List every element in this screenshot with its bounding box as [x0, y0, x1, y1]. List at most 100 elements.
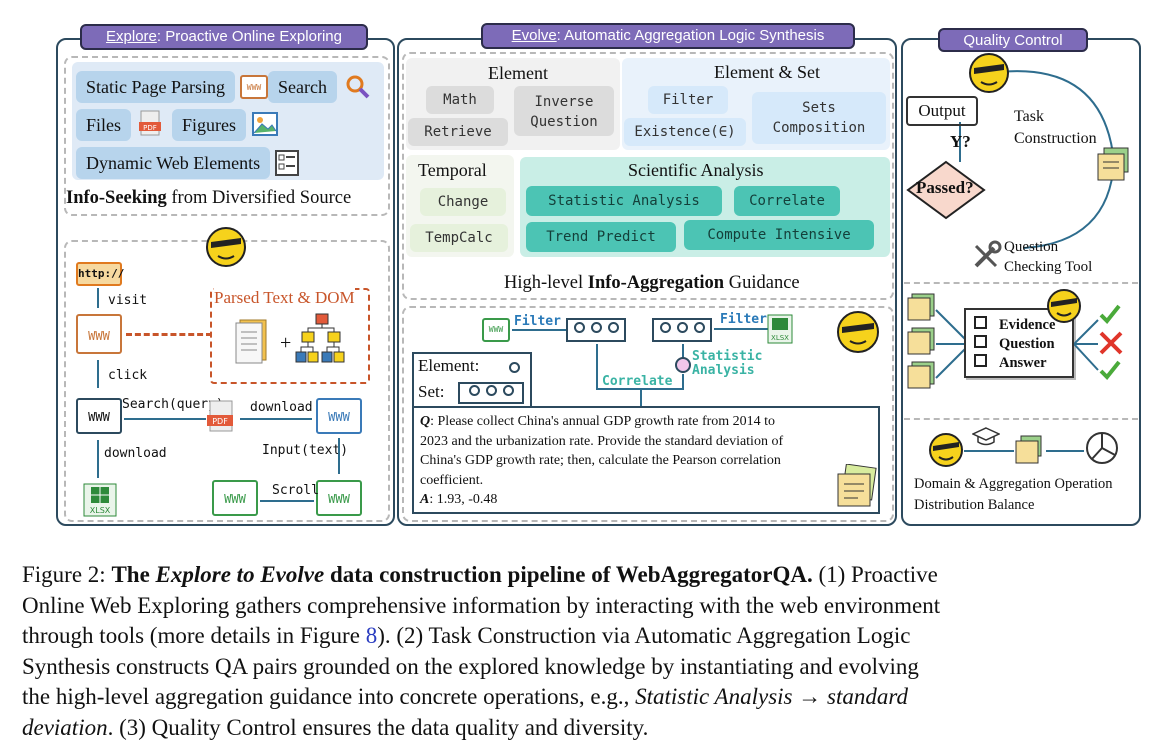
cross-icon	[1099, 331, 1123, 355]
webpage-icon: WWW	[76, 314, 122, 354]
agent-avatar-icon	[929, 433, 963, 467]
flow-arrow	[260, 500, 314, 502]
input-text-label: Input(text)	[262, 443, 349, 458]
plus-sign: +	[280, 332, 292, 354]
static-page-parsing-chip: Static Page Parsing	[76, 71, 235, 103]
flow-arrow	[97, 360, 99, 388]
diagram-arrow	[682, 344, 684, 358]
op-tempcalc: TempCalc	[410, 224, 508, 252]
download-mid-label: download	[250, 400, 313, 415]
diagram-arrow	[512, 329, 566, 331]
op-inverse-question: Inverse Question	[514, 86, 614, 136]
divider	[904, 282, 1138, 284]
www-icon: WWW	[240, 75, 268, 99]
explore-tag: Explore: Proactive Online Exploring	[80, 24, 368, 50]
webpage-icon: WWW	[76, 398, 122, 434]
op-existence: Existence(∈)	[624, 118, 746, 146]
diagram-connector	[682, 374, 684, 390]
http-url-icon: http://	[76, 262, 124, 286]
op-correlate: Correlate	[734, 186, 840, 216]
flow-arrow	[124, 418, 206, 420]
diagram-arrow	[640, 390, 642, 406]
element-set-header: Element & Set	[714, 62, 820, 82]
diagram-arrow	[714, 328, 768, 330]
svg-text:XLSX: XLSX	[90, 506, 111, 515]
balance-arrow	[1046, 450, 1084, 452]
svg-text:PDF: PDF	[212, 417, 228, 426]
evolve-tag: Evolve: Automatic Aggregation Logic Synt…	[481, 23, 855, 49]
op-retrieve: Retrieve	[408, 118, 508, 146]
flow-arrow	[97, 440, 99, 478]
legend-element-node	[509, 362, 520, 373]
instantiation-box	[402, 306, 894, 522]
qa-box	[412, 406, 880, 514]
op-trend-predict: Trend Predict	[526, 222, 676, 252]
flow-arrow	[97, 288, 99, 308]
check-arrows	[935, 309, 967, 379]
notes-stack-icon	[907, 293, 935, 389]
op-filter: Filter	[648, 86, 728, 114]
op-compute-intensive: Compute Intensive	[684, 220, 874, 250]
download-left-label: download	[104, 446, 167, 461]
dashed-connector	[126, 333, 212, 336]
y-label: Y?	[950, 132, 971, 151]
webpage-icon: WWW	[316, 398, 362, 434]
output-box: Output	[906, 96, 978, 126]
search-icon	[346, 75, 370, 99]
quality-control-tag: Quality Control	[938, 28, 1088, 52]
statistic-node	[675, 357, 691, 373]
search-chip: Search	[268, 71, 337, 103]
legend-set-node	[458, 382, 524, 404]
qa-text: Q: Please collect China's annual GDP gro…	[420, 414, 784, 507]
image-icon	[252, 112, 278, 136]
check-icon	[1099, 360, 1121, 380]
balance-arrow	[964, 450, 1014, 452]
pdf-icon: PDF	[139, 110, 161, 136]
webpage-icon: WWW	[316, 480, 362, 516]
notes-icon	[1015, 435, 1042, 464]
diagram-connector	[596, 344, 598, 390]
op-statistic-analysis: Statistic Analysis	[526, 186, 722, 216]
webpage-icon: WWW	[482, 318, 510, 342]
files-chip: Files	[76, 109, 132, 141]
flow-arrow	[338, 438, 340, 474]
legend-set-label: Set:	[418, 382, 445, 401]
click-label: click	[108, 368, 148, 383]
guidance-label: High-level Info-Aggregation Guidance	[504, 273, 800, 293]
set-node-b	[652, 318, 712, 342]
scientific-header: Scientific Analysis	[628, 160, 764, 180]
op-change: Change	[420, 188, 506, 216]
svg-text:XLSX: XLSX	[771, 334, 789, 342]
op-math: Math	[426, 86, 494, 114]
figures-chip: Figures	[172, 109, 246, 141]
agent-avatar-icon	[1047, 289, 1081, 323]
scroll-label: Scroll	[272, 483, 319, 498]
set-node-a	[566, 318, 626, 342]
webpage-icon: WWW	[212, 480, 258, 516]
figure-8-link[interactable]: 8	[365, 623, 378, 648]
checklist-items: Evidence Question Answer	[974, 316, 1055, 373]
diagram-connector	[596, 388, 684, 390]
info-seeking-label: Info-Seeking from Diversified Source	[66, 188, 352, 208]
statistic-analysis-label: Statistic Analysis	[692, 349, 763, 378]
filter-label-a: Filter	[514, 314, 561, 329]
checklist-icon	[275, 150, 299, 176]
correlate-label: Correlate	[602, 374, 673, 389]
guidance-box	[402, 52, 894, 300]
filter-label-b: Filter	[720, 312, 767, 327]
info-seeking-box	[64, 56, 390, 216]
divider	[904, 418, 1138, 420]
pdf-icon: PDF	[207, 400, 233, 432]
search-query-label: Search(query)	[122, 397, 224, 412]
temporal-header: Temporal	[418, 160, 487, 180]
dynamic-web-elements-chip: Dynamic Web Elements	[76, 147, 271, 179]
check-icon	[1099, 304, 1121, 324]
flow-arrow	[240, 418, 312, 420]
visit-label: visit	[108, 293, 148, 308]
graduation-cap-icon	[972, 427, 1000, 446]
element-header: Element	[488, 63, 548, 83]
notes-icon	[837, 464, 877, 507]
agent-avatar-icon	[969, 53, 1009, 93]
